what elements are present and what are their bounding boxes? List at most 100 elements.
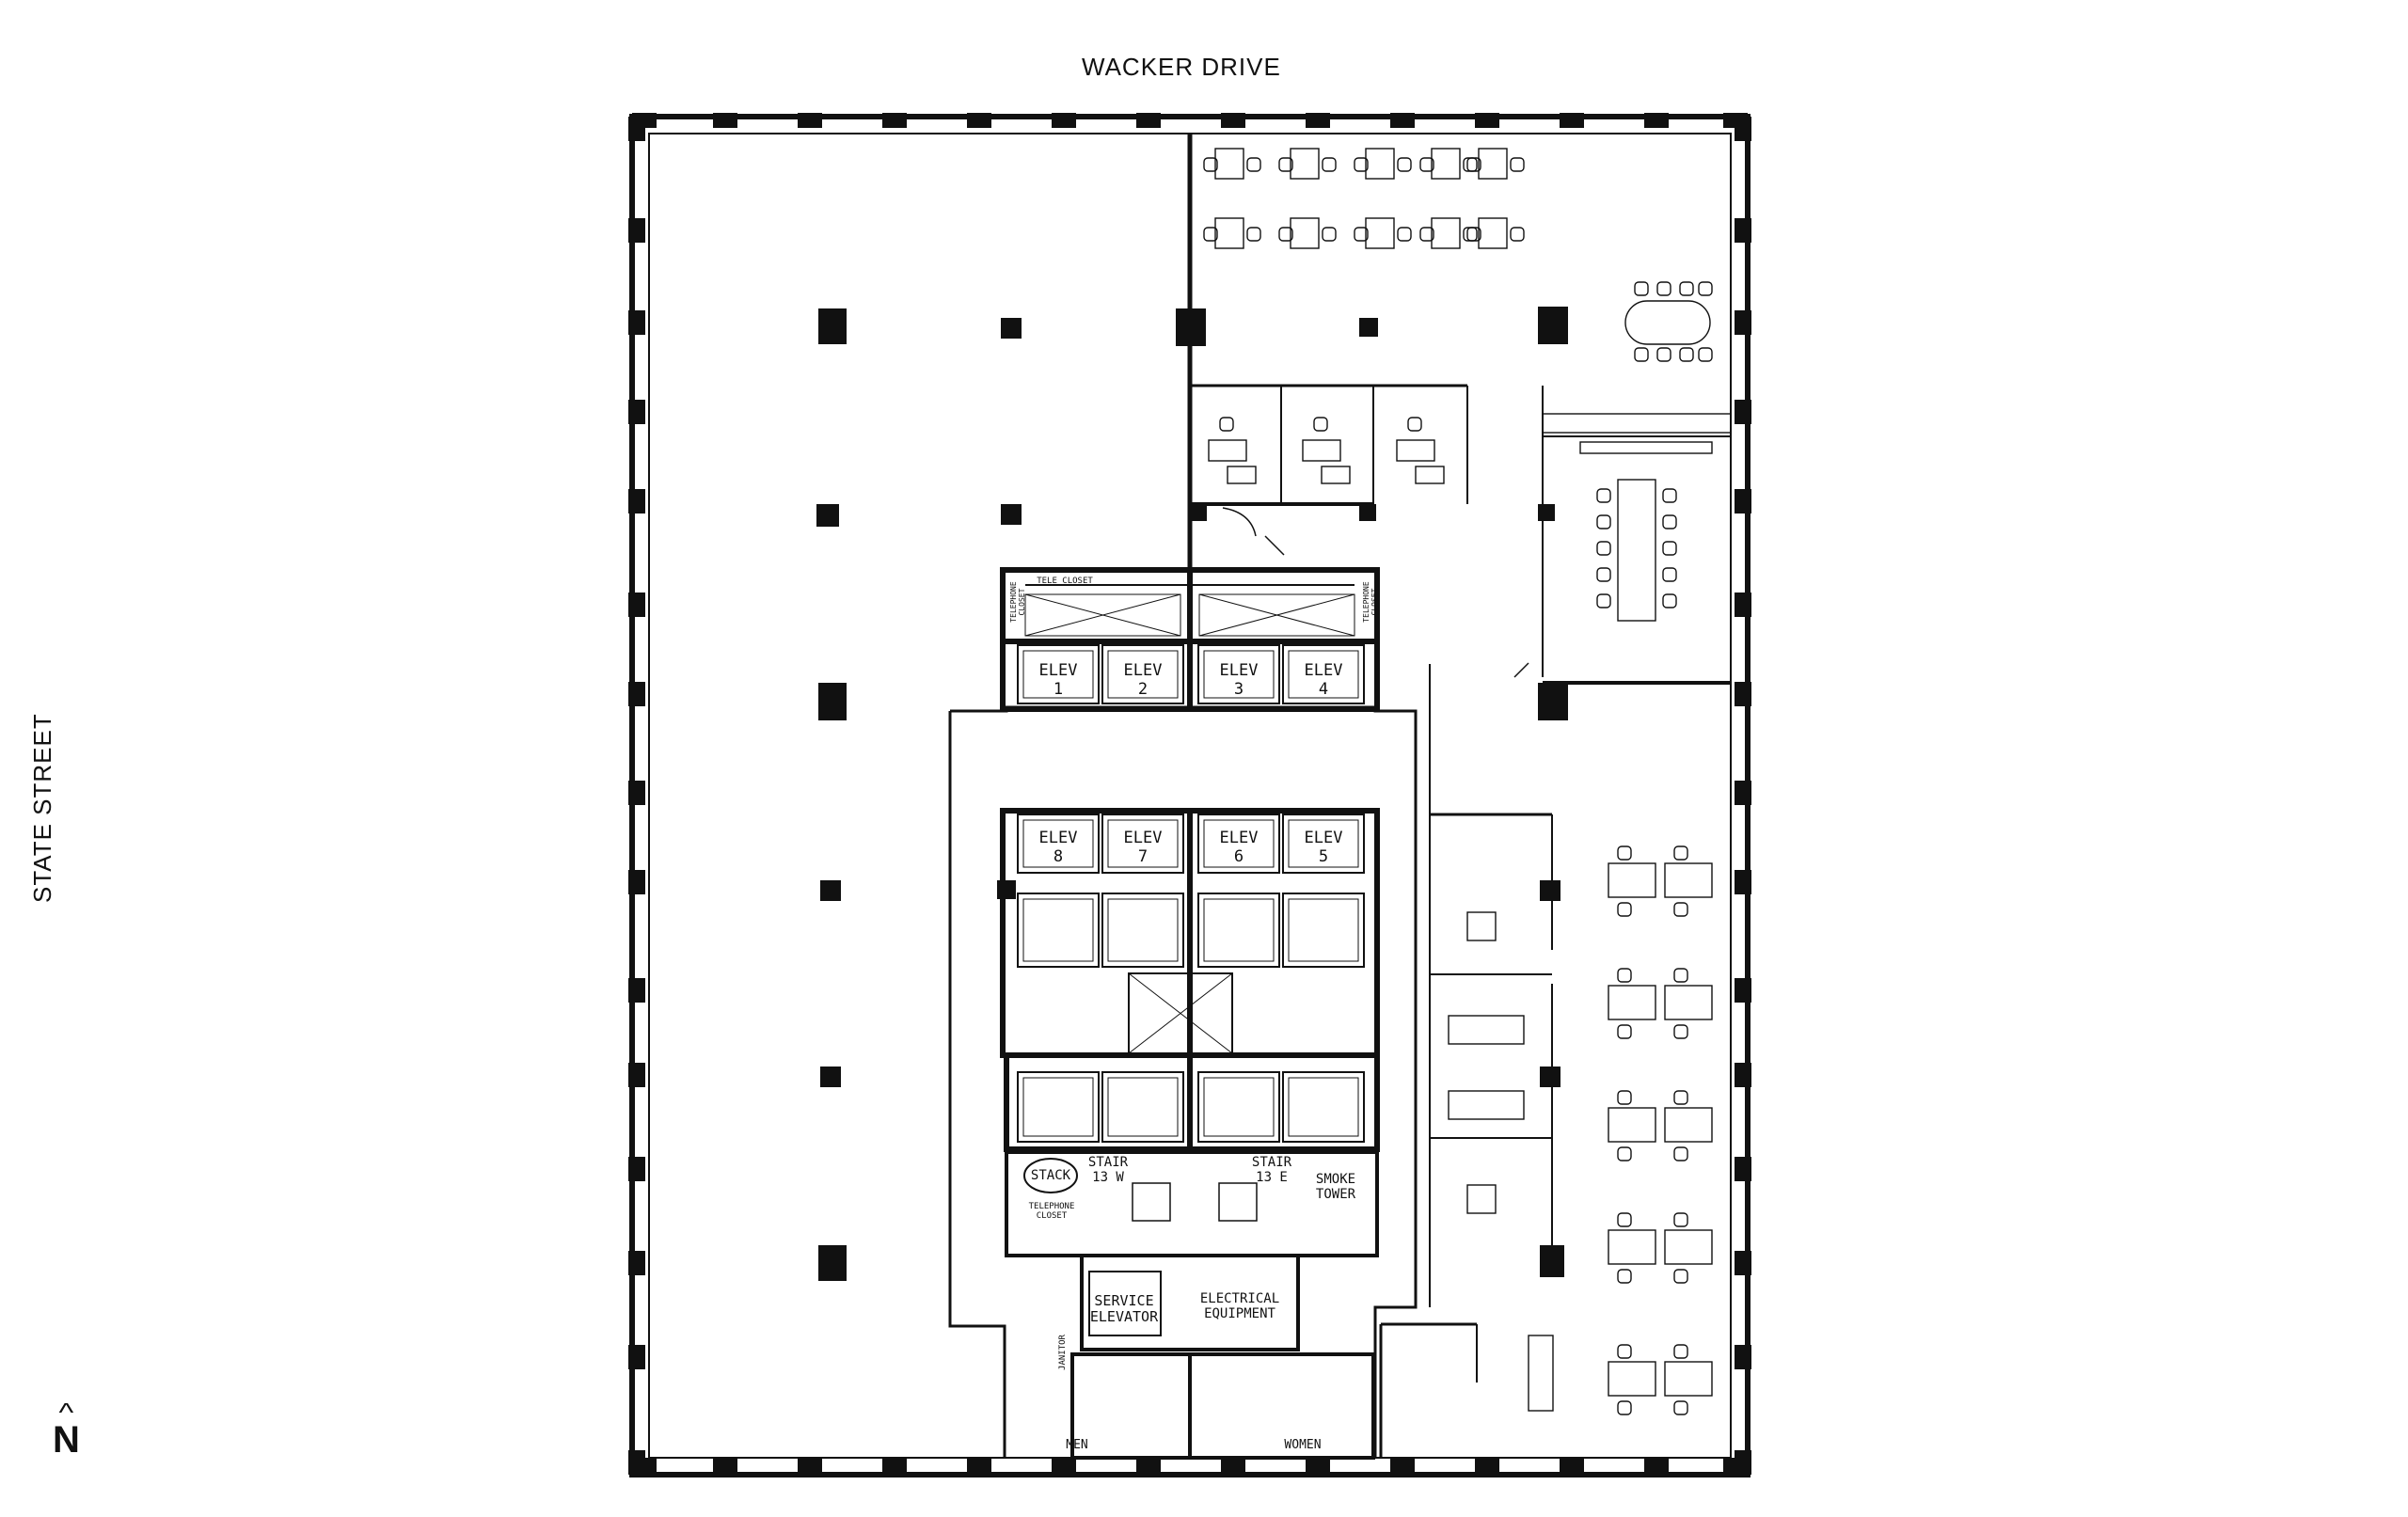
north-letter: N <box>53 1419 80 1461</box>
elevator-cab-inner <box>1288 898 1359 962</box>
office-partitions <box>1187 134 1731 1458</box>
chair <box>1596 514 1611 529</box>
meeting-table <box>1466 911 1497 941</box>
elevator-cab <box>1101 814 1184 874</box>
wall-pier <box>1136 1458 1161 1475</box>
wall-pier <box>1735 1063 1751 1087</box>
chair <box>1219 417 1234 432</box>
chair <box>1203 227 1218 242</box>
wall-pier <box>628 310 645 335</box>
chair <box>1673 1269 1688 1284</box>
column <box>1538 307 1568 344</box>
desk <box>1579 441 1713 454</box>
north-arrow-icon: ^ <box>58 1398 74 1427</box>
desk <box>1608 862 1656 898</box>
elevator-cab <box>1282 644 1365 704</box>
meeting-table <box>1466 1184 1497 1214</box>
wall-pier <box>1560 1458 1584 1475</box>
chair <box>1322 227 1337 242</box>
desk <box>1448 1015 1525 1045</box>
street-label-wacker-drive: WACKER DRIVE <box>1082 53 1281 81</box>
chair <box>1673 845 1688 861</box>
elevator-cab-inner <box>1288 819 1359 868</box>
elevator-cab-inner <box>1022 898 1094 962</box>
label-telephone-closet-left-v: TELEPHONECLOSET <box>1009 581 1026 623</box>
wall-pier <box>1644 113 1669 128</box>
label-tele-closet: TELE CLOSET <box>1037 577 1093 586</box>
column <box>818 1245 847 1281</box>
chair <box>1419 227 1434 242</box>
elevator-cab-inner <box>1288 650 1359 699</box>
desk <box>1431 217 1461 249</box>
elevator-cab <box>1197 814 1280 874</box>
wall-pier <box>1475 113 1499 128</box>
column <box>1538 683 1568 720</box>
desk <box>1396 439 1435 462</box>
chair <box>1617 1400 1632 1415</box>
wall-pier <box>1306 113 1330 128</box>
chair <box>1313 417 1328 432</box>
elevator-cab-inner <box>1107 650 1179 699</box>
wall-pier <box>1735 682 1751 706</box>
wall-pier <box>1735 978 1751 1003</box>
elevator-cab-inner <box>1022 819 1094 868</box>
wall-pier <box>882 113 907 128</box>
chair <box>1463 157 1478 172</box>
chair <box>1634 281 1649 296</box>
chair <box>1246 157 1261 172</box>
building-core <box>948 567 1418 1460</box>
desk <box>1214 148 1244 180</box>
column <box>1540 880 1560 901</box>
stack-shaft <box>1023 1158 1078 1193</box>
elevator-cab-inner <box>1107 1077 1179 1137</box>
wall-pier <box>967 113 991 128</box>
chair <box>1656 347 1671 362</box>
chair <box>1397 157 1412 172</box>
elevator-cab <box>1282 893 1365 968</box>
wall-pier <box>1735 1251 1751 1275</box>
chair <box>1466 157 1481 172</box>
wall-pier <box>798 1458 822 1475</box>
wall-pier <box>1390 1458 1415 1475</box>
elevator-cab-inner <box>1107 898 1179 962</box>
chair <box>1617 1212 1632 1227</box>
elevator-cars <box>1017 644 1365 1336</box>
elevator-cab <box>1017 893 1100 968</box>
stair-landing-w <box>1132 1182 1171 1222</box>
column <box>1190 504 1207 521</box>
wall-pier <box>1052 113 1076 128</box>
chair <box>1397 227 1412 242</box>
boardroom-table <box>1617 479 1656 622</box>
chair <box>1510 227 1525 242</box>
elevator-cab-inner <box>1203 898 1275 962</box>
wall-pier <box>628 1063 645 1087</box>
wall-pier <box>628 400 645 424</box>
chair <box>1617 845 1632 861</box>
wall-pier <box>628 1251 645 1275</box>
wall-pier <box>1221 1458 1245 1475</box>
chair <box>1617 1090 1632 1105</box>
elevator-cab <box>1101 644 1184 704</box>
chair <box>1596 567 1611 582</box>
chair <box>1617 1024 1632 1039</box>
chair <box>1203 157 1218 172</box>
chair <box>1673 1146 1688 1161</box>
wall-pier <box>1644 1458 1669 1475</box>
chair <box>1617 1146 1632 1161</box>
wall-pier <box>1735 218 1751 243</box>
elevator-cab-inner <box>1107 819 1179 868</box>
desk <box>1608 1107 1656 1143</box>
desk <box>1664 1361 1713 1397</box>
elevator-cab <box>1197 1071 1280 1143</box>
elevator-cab-inner <box>1203 650 1275 699</box>
furniture-layout <box>1203 148 1732 1415</box>
chair <box>1322 157 1337 172</box>
chair <box>1354 157 1369 172</box>
desk <box>1365 148 1395 180</box>
chair <box>1673 1024 1688 1039</box>
elevator-cab <box>1017 1071 1100 1143</box>
